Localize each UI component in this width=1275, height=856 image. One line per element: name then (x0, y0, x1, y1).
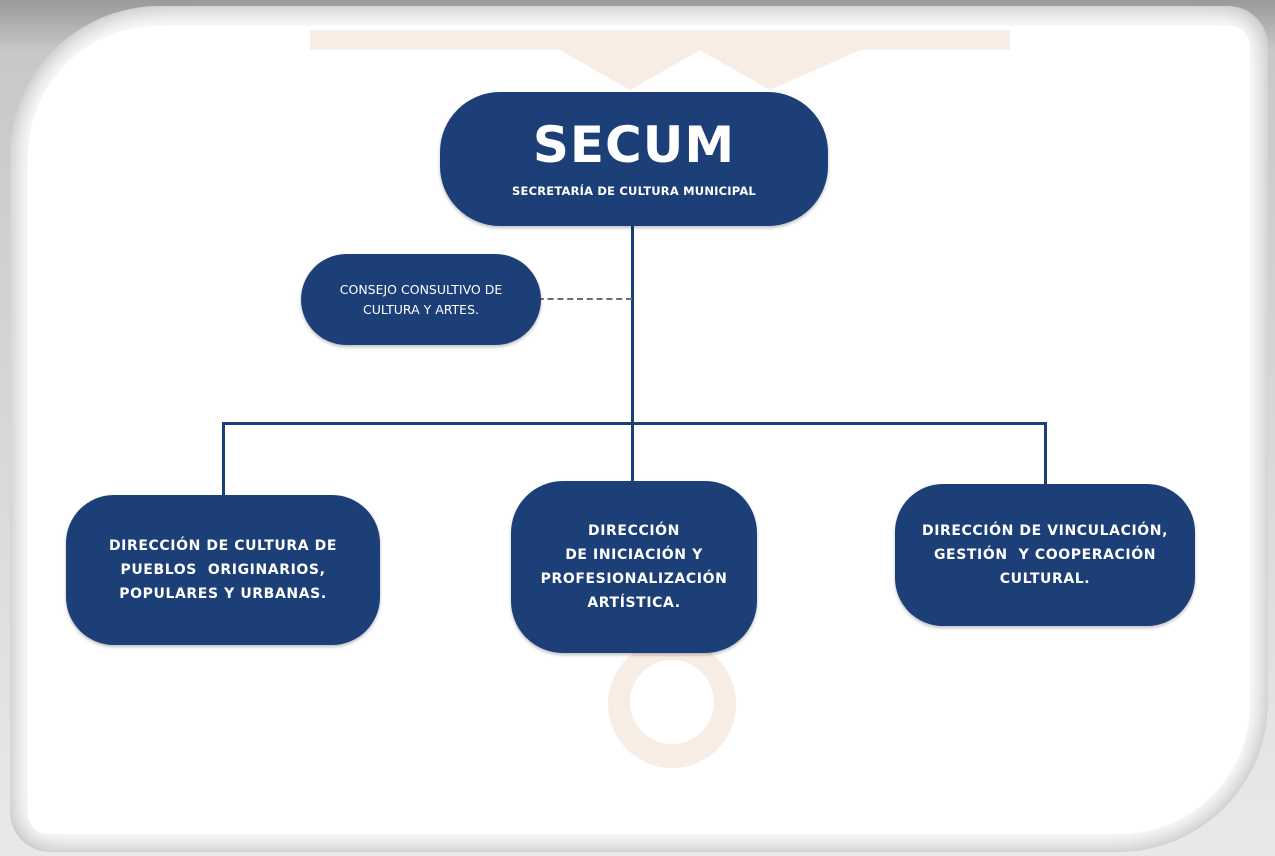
directorate-node-indigenous-popular-urban: DIRECCIÓN DE CULTURA DE PUEBLOS ORIGINAR… (66, 495, 380, 645)
directorate-2-line-1: DIRECCIÓN (588, 523, 680, 539)
advisory-line-2: CULTURA Y ARTES. (363, 301, 479, 317)
root-node-secum: SECUM SECRETARÍA DE CULTURA MUNICIPAL (440, 92, 828, 226)
directorate-3-line-1: DIRECCIÓN DE VINCULACIÓN, (921, 523, 1169, 539)
directorate-node-cultural-cooperation: DIRECCIÓN DE VINCULACIÓN, GESTIÓN Y COOP… (895, 484, 1195, 626)
directorate-3-line-2: GESTIÓN Y COOPERACIÓN (933, 547, 1157, 563)
root-node-title: SECUM (532, 116, 736, 174)
root-node-subtitle: SECRETARÍA DE CULTURA MUNICIPAL (512, 184, 756, 198)
directorate-3-line-3: CULTURAL. (999, 571, 1091, 587)
directorate-2-line-3: PROFESIONALIZACIÓN (540, 571, 728, 587)
watermark-ring (608, 640, 737, 768)
directorate-2-line-2: DE INICIACIÓN Y (565, 547, 703, 563)
advisory-line-1: CONSEJO CONSULTIVO DE (339, 281, 503, 297)
connector-to-directorate-1 (222, 422, 225, 496)
connector-advisory-dashed (528, 298, 632, 300)
directorate-1-line-1: DIRECCIÓN DE CULTURA DE (108, 538, 338, 554)
connector-branch-bar (222, 422, 1047, 425)
watermark-top-shape (310, 30, 1010, 90)
connector-root-trunk (631, 226, 634, 482)
directorate-2-line-4: ARTÍSTICA. (587, 595, 681, 611)
directorate-node-artistic-initiation: DIRECCIÓN DE INICIACIÓN Y PROFESIONALIZA… (511, 481, 757, 653)
directorate-1-line-2: PUEBLOS ORIGINARIOS, (120, 562, 326, 578)
directorate-1-line-3: POPULARES Y URBANAS. (119, 586, 327, 602)
advisory-council-node: CONSEJO CONSULTIVO DE CULTURA Y ARTES. (301, 254, 541, 345)
connector-to-directorate-3 (1044, 422, 1047, 485)
